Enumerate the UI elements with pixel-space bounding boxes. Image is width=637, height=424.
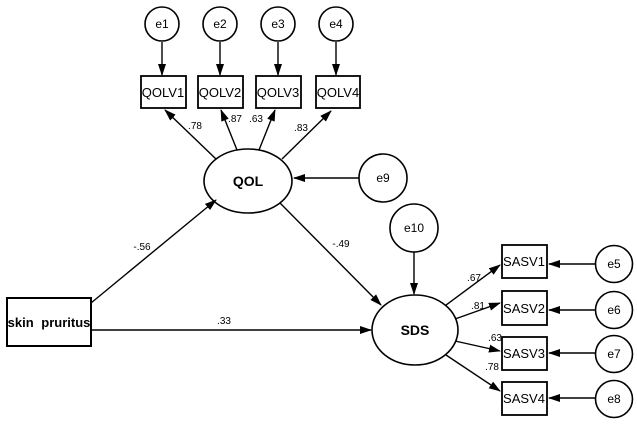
path-qol-qolv3 — [258, 109, 276, 151]
node-e8: e8 — [594, 379, 634, 419]
path-sds-sasv1 — [445, 264, 501, 306]
e4-circle — [318, 6, 354, 42]
sasv4-rect — [501, 381, 548, 416]
e7-label: e7 — [607, 347, 621, 361]
coef-qol-qolv2: .87 — [228, 114, 242, 125]
coef-sds-sasv4: .78 — [485, 362, 499, 373]
sasv4-label: SASV4 — [503, 391, 545, 406]
sasv2-rect — [501, 290, 548, 326]
sasv1-rect — [501, 244, 548, 279]
e1-label: e1 — [155, 17, 169, 31]
coef-sds-sasv1: .67 — [467, 273, 481, 284]
qol-label: QOL — [233, 173, 264, 189]
sds-ellipse — [371, 294, 459, 366]
coef-pruritus-sds: .33 — [217, 316, 231, 327]
qolv4-rect — [315, 75, 361, 109]
node-e1: e1 — [144, 6, 180, 42]
coef-sds-sasv3: .63 — [488, 333, 502, 344]
path-qol-qolv2 — [220, 109, 238, 151]
qolv1-rect — [140, 75, 187, 109]
node-qolv1: QOLV1 — [140, 75, 187, 109]
path-sds-sasv3 — [454, 340, 501, 353]
qolv4-label: QOLV4 — [317, 85, 359, 100]
node-qolv4: QOLV4 — [315, 75, 361, 109]
skin-pruritus-rect — [6, 297, 92, 347]
node-sds: SDS — [371, 294, 459, 366]
node-sasv2: SASV2 — [501, 290, 548, 326]
node-sasv3: SASV3 — [501, 336, 548, 371]
node-qolv2: QOLV2 — [197, 75, 244, 109]
node-e2: e2 — [202, 6, 238, 42]
node-sasv4: SASV4 — [501, 381, 548, 416]
sasv3-label: SASV3 — [503, 346, 545, 361]
node-e4: e4 — [318, 6, 354, 42]
coef-qol-qolv4: .83 — [294, 123, 308, 134]
node-e6: e6 — [594, 290, 634, 330]
node-skin-pruritus: skin pruritus — [6, 297, 92, 347]
coef-sds-sasv2: .81 — [471, 301, 485, 312]
e8-label: e8 — [607, 392, 621, 406]
node-e10: e10 — [389, 203, 439, 253]
e2-circle — [202, 6, 238, 42]
e7-circle — [594, 334, 634, 374]
e3-circle — [260, 6, 296, 42]
sasv2-label: SASV2 — [503, 301, 545, 316]
e8-circle — [594, 379, 634, 419]
coef-qol-qolv3: .63 — [249, 114, 263, 125]
sasv3-rect — [501, 336, 548, 371]
e9-label: e9 — [376, 171, 390, 185]
skin-pruritus-label: skin pruritus — [8, 315, 91, 330]
qol-ellipse — [203, 148, 293, 214]
qolv2-label: QOLV2 — [199, 85, 241, 100]
node-e3: e3 — [260, 6, 296, 42]
e5-circle — [594, 244, 634, 284]
node-e7: e7 — [594, 334, 634, 374]
e5-label: e5 — [607, 257, 621, 271]
path-qol-sds — [279, 202, 382, 306]
coef-qol-sds: -.49 — [332, 239, 350, 250]
qolv2-rect — [197, 75, 244, 109]
node-sasv1: SASV1 — [501, 244, 548, 279]
coef-qol-qolv1: .78 — [188, 121, 202, 132]
node-qolv3: QOLV3 — [255, 75, 302, 109]
path-qol-qolv1 — [164, 109, 217, 160]
path-qol-qolv4 — [281, 110, 332, 160]
path-sds-sasv4 — [445, 354, 501, 392]
e1-circle — [144, 6, 180, 42]
sasv1-label: SASV1 — [503, 254, 545, 269]
e6-label: e6 — [607, 303, 621, 317]
path-pruritus-qol — [90, 199, 217, 304]
node-e5: e5 — [594, 244, 634, 284]
e10-label: e10 — [404, 221, 424, 235]
qolv3-label: QOLV3 — [257, 85, 299, 100]
node-e9: e9 — [358, 153, 408, 203]
node-qol: QOL — [203, 148, 293, 214]
e6-circle — [594, 290, 634, 330]
qolv1-label: QOLV1 — [142, 85, 184, 100]
path-sds-sasv2 — [454, 302, 501, 320]
sds-label: SDS — [401, 322, 430, 338]
coef-pruritus-qol: -.56 — [133, 242, 151, 253]
e2-label: e2 — [213, 17, 227, 31]
e4-label: e4 — [329, 17, 343, 31]
e3-label: e3 — [271, 17, 285, 31]
qolv3-rect — [255, 75, 302, 109]
